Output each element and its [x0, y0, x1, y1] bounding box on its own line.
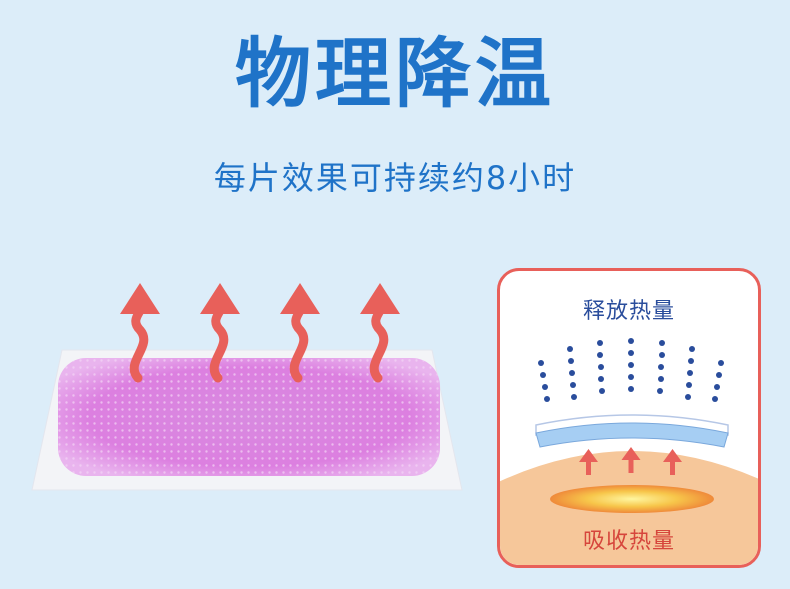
released-heat-dots — [538, 338, 724, 402]
absorb-arrows — [579, 447, 682, 475]
heat-arrowhead-1 — [120, 283, 160, 314]
patch-gel-layer — [535, 422, 729, 448]
page-title: 物理降温 — [235, 29, 555, 118]
cooling-patch-illustration — [31, 283, 463, 491]
absorb-heat-label: 吸收热量 — [582, 529, 675, 554]
body-heat-core — [550, 485, 714, 513]
heat-arrowhead-2 — [200, 283, 240, 314]
heat-arrowhead-3 — [280, 283, 320, 314]
page-subtitle: 每片效果可持续约8小时 — [213, 159, 577, 197]
heat-arrowhead-4 — [360, 283, 400, 314]
release-heat-label: 释放热量 — [582, 299, 675, 324]
heat-exchange-panel: 释放热量 吸收热量 — [497, 268, 761, 568]
heat-exchange-diagram — [500, 338, 758, 565]
